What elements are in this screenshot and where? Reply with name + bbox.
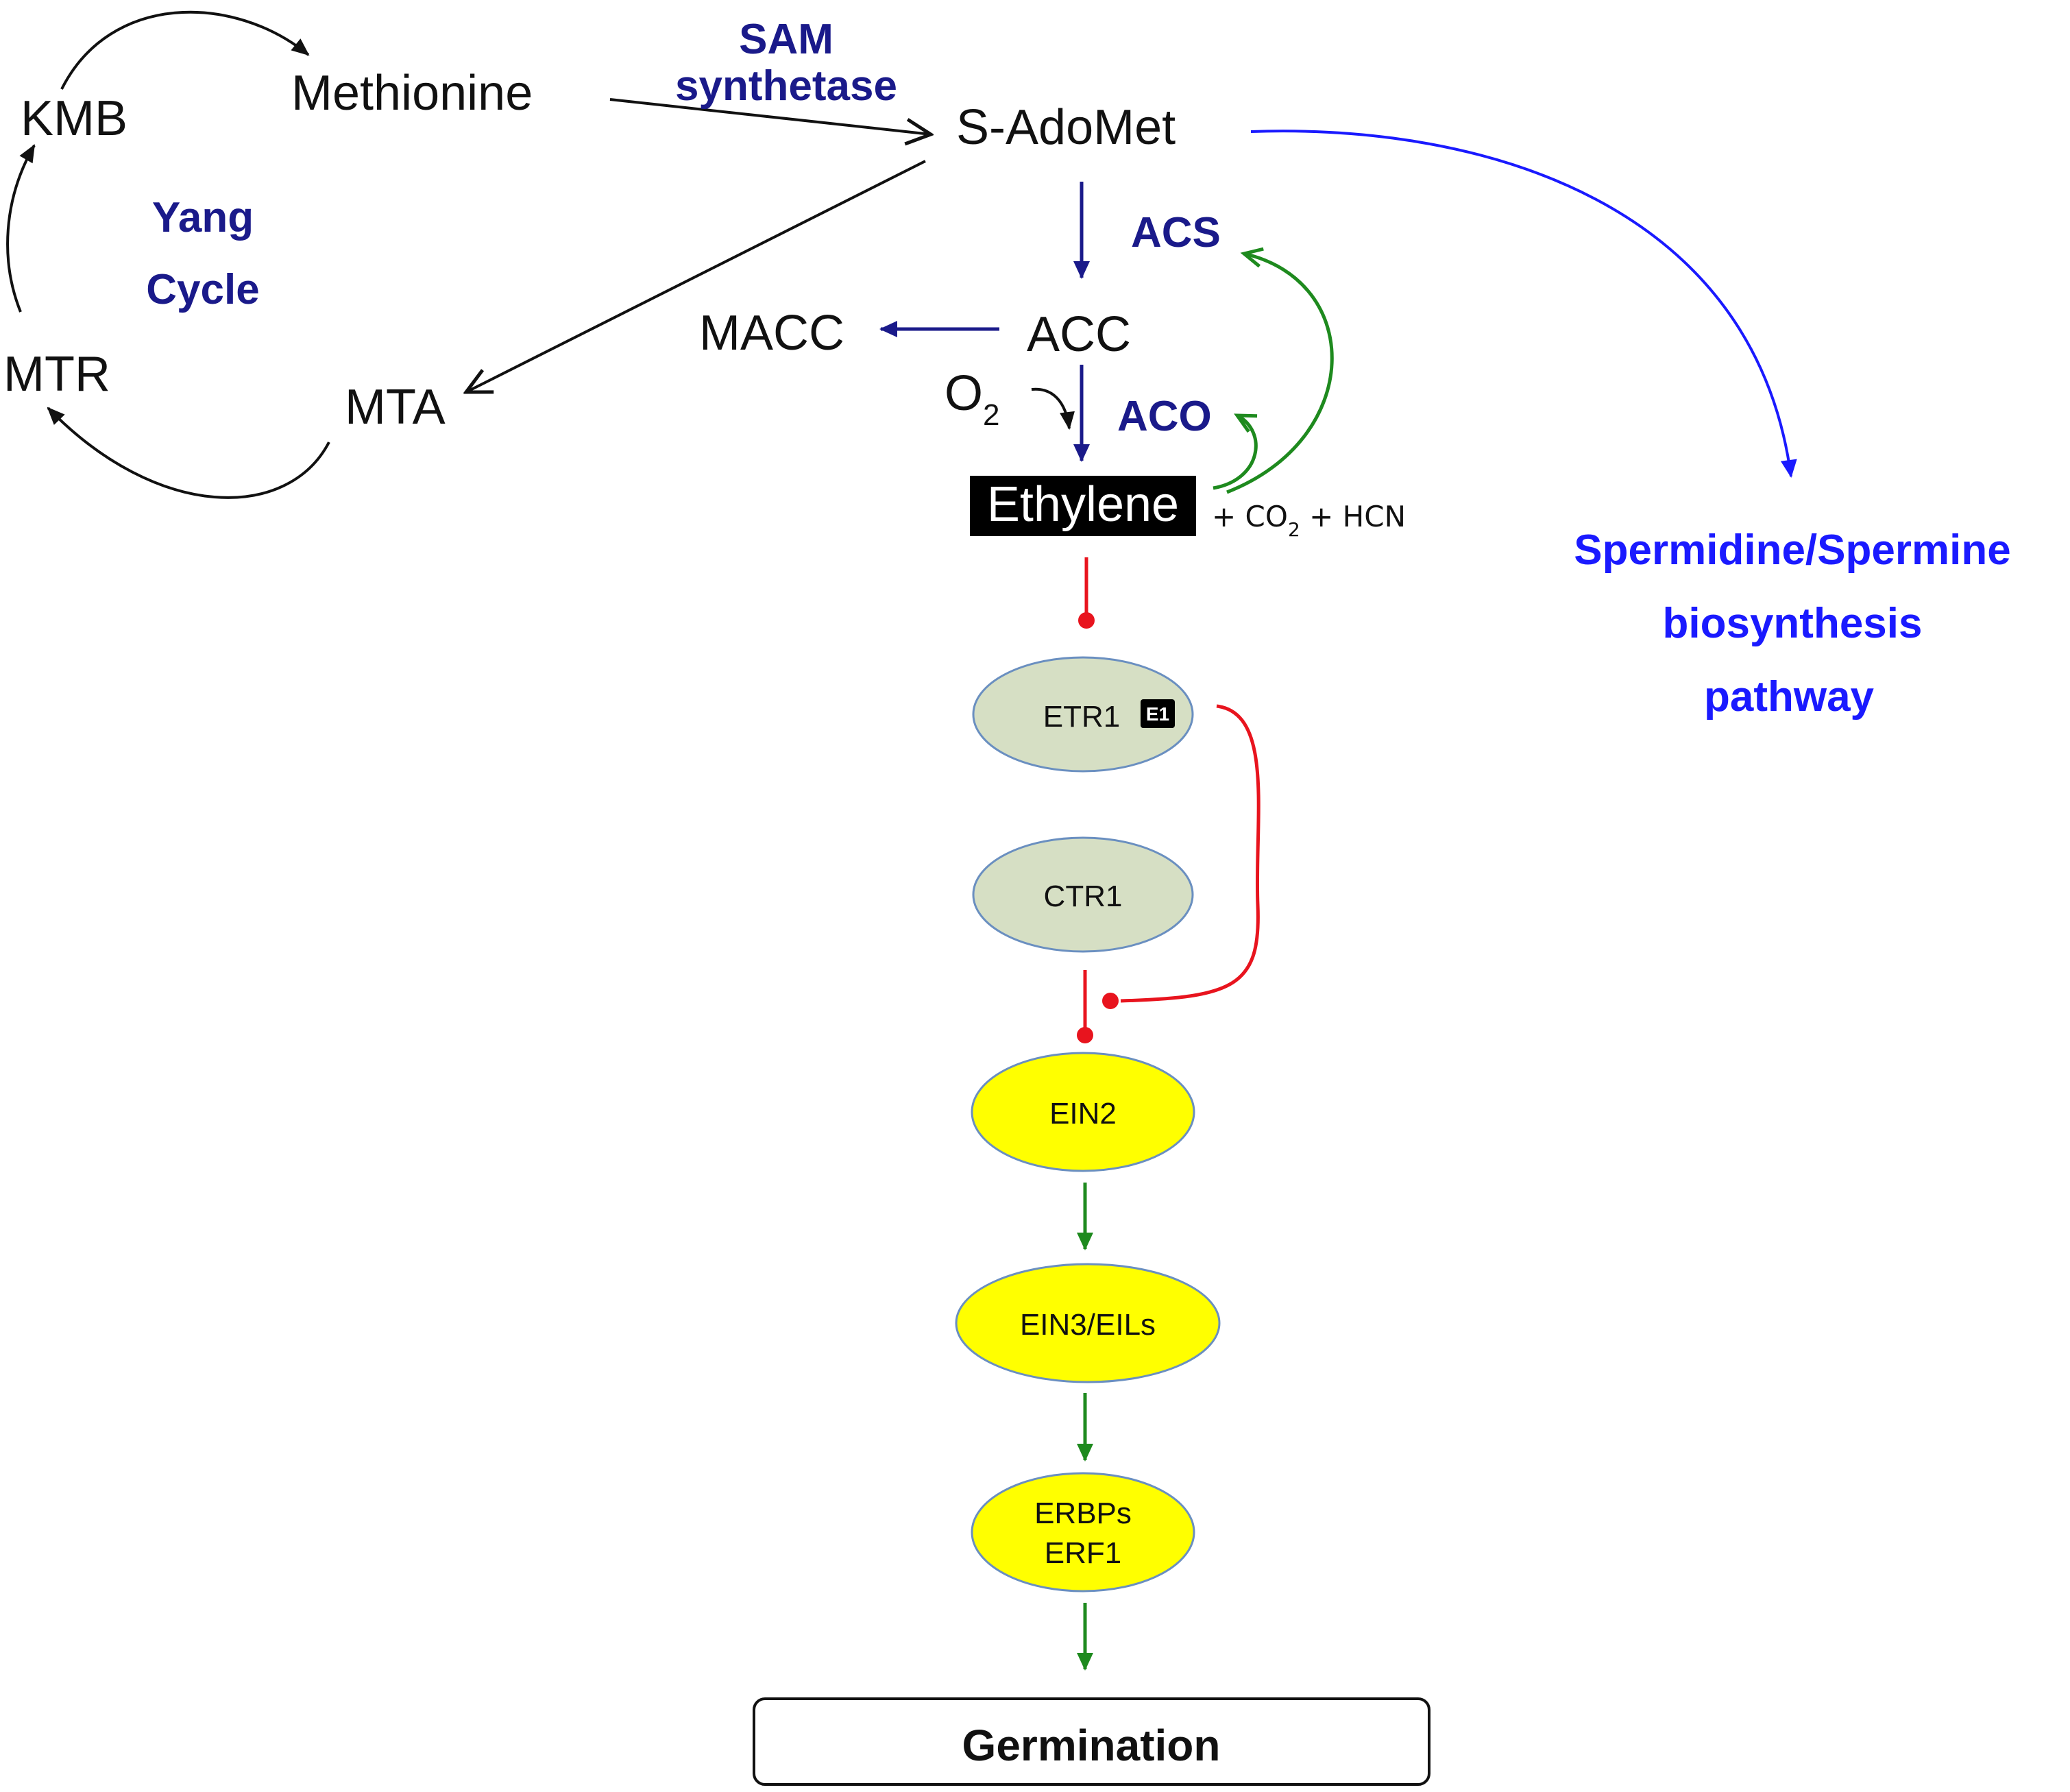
ethylene-synthesis: O2 ACO Ethylene + CO2 + HCN <box>945 247 1406 541</box>
acc-synthesis: ACS ACC MACC <box>699 182 1221 362</box>
polyamine-label-line2: biosynthesis <box>1663 600 1923 647</box>
sam-synthetase-label-line2: synthetase <box>675 62 897 110</box>
ethylene-feedback-to-acs-arrow <box>1226 247 1334 494</box>
etr1-receptor <box>972 656 1194 773</box>
germination-label: Germination <box>962 1721 1221 1770</box>
erbps-erf1-protein <box>971 1472 1195 1593</box>
erbps-label: ERBPs <box>1034 1497 1132 1530</box>
sadomet-label: S-AdoMet <box>956 100 1176 155</box>
ein3-eils-protein <box>955 1263 1221 1383</box>
mtr-to-kmb-arrow <box>6 144 36 313</box>
methionine-to-sadomet-arrow <box>609 98 931 134</box>
o2-label: O2 <box>945 366 1000 432</box>
ethylene-feedback-to-aco-arrow <box>1213 413 1258 490</box>
sam-synthetase-label-line1: SAM <box>739 16 833 63</box>
byproducts-label: + CO2 + HCN <box>1212 500 1406 541</box>
methionine-label: Methionine <box>291 66 533 121</box>
signaling-cascade: ETR1 E1 CTR1 EIN2 EIN3/EILs ERBPs ERF1 G… <box>753 557 1430 1786</box>
mtr-label: MTR <box>3 347 110 402</box>
ein2-label: EIN2 <box>1049 1097 1117 1130</box>
acc-label: ACC <box>1027 307 1131 362</box>
yang-cycle: KMB Methionine MTR MTA Yang Cycle <box>3 10 533 499</box>
macc-label: MACC <box>699 306 844 361</box>
etr1-badge-label: E1 <box>1146 703 1169 725</box>
ctr1-kinase <box>972 836 1194 953</box>
polyamine-label-line3: pathway <box>1704 673 1875 721</box>
sadomet-to-polyamine-arrow <box>1250 130 1797 478</box>
etr1-inhibits-ctr1-line <box>1120 704 1261 1003</box>
o2-input-arrow <box>1031 387 1075 430</box>
acs-label: ACS <box>1131 209 1221 256</box>
yang-cycle-title-line2: Cycle <box>146 266 259 313</box>
aco-label: ACO <box>1117 393 1212 440</box>
yang-cycle-title-line1: Yang <box>152 194 254 241</box>
polyamine-branch: Spermidine/Spermine biosynthesis pathway <box>1250 130 2011 721</box>
ethylene-inhibits-etr1-end <box>1078 612 1095 629</box>
ctr1-label: CTR1 <box>1044 880 1123 913</box>
sadomet-to-mta-arrow <box>466 160 926 392</box>
ein3-eils-label: EIN3/EILs <box>1020 1308 1156 1342</box>
ctr1-inhibits-ein2-end <box>1077 1027 1093 1043</box>
mta-to-mtr-arrow <box>47 407 330 499</box>
kmb-to-methionine-arrow <box>60 10 310 90</box>
etr1-badge <box>1141 699 1175 728</box>
ein2-protein <box>971 1052 1195 1172</box>
ethylene-box <box>970 476 1196 536</box>
mta-label: MTA <box>345 380 446 435</box>
germination-box <box>753 1697 1430 1786</box>
kmb-label: KMB <box>21 91 127 146</box>
etr1-label: ETR1 <box>1043 700 1120 734</box>
ethylene-label: Ethylene <box>987 477 1179 532</box>
polyamine-label-line1: Spermidine/Spermine <box>1574 526 2010 574</box>
erf1-label: ERF1 <box>1045 1536 1121 1570</box>
sam-synthetase-step: SAM synthetase S-AdoMet <box>609 16 1176 155</box>
etr1-inhibits-ctr1-end <box>1102 993 1119 1009</box>
